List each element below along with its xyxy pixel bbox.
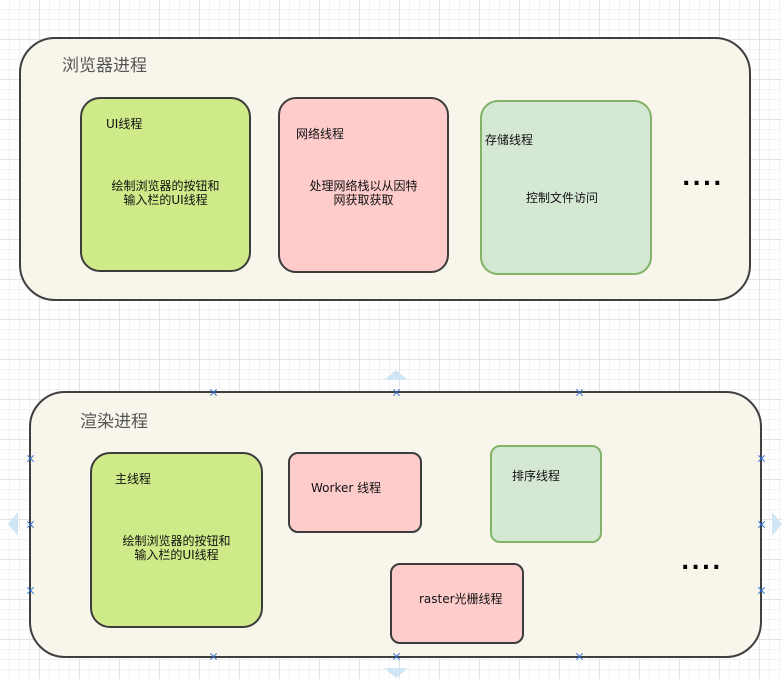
raster-thread-title: raster光栅线程 bbox=[419, 592, 503, 606]
selection-handle[interactable] bbox=[758, 521, 765, 528]
browser-more-ellipsis: .... bbox=[682, 166, 724, 191]
main-thread-box[interactable]: 主线程 绘制浏览器的按钮和 输入栏的UI线程 bbox=[90, 452, 263, 628]
worker-thread-box[interactable]: Worker 线程 bbox=[288, 452, 422, 533]
network-thread-box[interactable]: 网络线程 处理网络栈以从因特 网获取获取 bbox=[278, 97, 449, 273]
browser-process-container[interactable]: 浏览器进程 UI线程 绘制浏览器的按钮和 输入栏的UI线程 网络线程 处理网络栈… bbox=[19, 37, 751, 301]
selection-handle[interactable] bbox=[576, 389, 583, 396]
connect-arrow-right-icon[interactable] bbox=[772, 512, 782, 536]
ui-thread-box[interactable]: UI线程 绘制浏览器的按钮和 输入栏的UI线程 bbox=[80, 97, 251, 272]
selection-handle[interactable] bbox=[27, 587, 34, 594]
connect-arrow-left-icon[interactable] bbox=[8, 512, 18, 536]
connect-arrow-down-icon[interactable] bbox=[384, 668, 408, 678]
selection-handle[interactable] bbox=[758, 455, 765, 462]
renderer-more-ellipsis: .... bbox=[681, 550, 723, 575]
sorting-thread-box[interactable]: 排序线程 bbox=[490, 445, 602, 543]
network-thread-description: 处理网络栈以从因特 网获取获取 bbox=[309, 179, 418, 207]
renderer-process-container[interactable]: 渲染进程 主线程 绘制浏览器的按钮和 输入栏的UI线程 Worker 线程 排序… bbox=[29, 391, 762, 658]
main-thread-title: 主线程 bbox=[115, 472, 152, 486]
selection-handle[interactable] bbox=[393, 653, 400, 660]
selection-handle[interactable] bbox=[210, 653, 217, 660]
browser-process-title: 浏览器进程 bbox=[62, 56, 147, 76]
selection-handle[interactable] bbox=[27, 521, 34, 528]
ui-thread-title: UI线程 bbox=[106, 117, 143, 131]
network-thread-title: 网络线程 bbox=[296, 127, 345, 141]
storage-thread-description: 控制文件访问 bbox=[525, 191, 598, 205]
renderer-process-title: 渲染进程 bbox=[80, 412, 148, 432]
selection-handle[interactable] bbox=[576, 653, 583, 660]
selection-handle[interactable] bbox=[27, 455, 34, 462]
storage-thread-box[interactable]: 存储线程 控制文件访问 bbox=[480, 100, 652, 275]
main-thread-description: 绘制浏览器的按钮和 输入栏的UI线程 bbox=[122, 534, 231, 562]
connect-arrow-up-icon[interactable] bbox=[384, 370, 408, 380]
worker-thread-title: Worker 线程 bbox=[311, 481, 382, 495]
selection-handle[interactable] bbox=[758, 587, 765, 594]
selection-handle[interactable] bbox=[210, 389, 217, 396]
sorting-thread-title: 排序线程 bbox=[512, 469, 561, 483]
selection-handle[interactable] bbox=[393, 389, 400, 396]
raster-thread-box[interactable]: raster光栅线程 bbox=[390, 563, 524, 644]
storage-thread-title: 存储线程 bbox=[485, 133, 534, 147]
ui-thread-description: 绘制浏览器的按钮和 输入栏的UI线程 bbox=[111, 179, 220, 207]
